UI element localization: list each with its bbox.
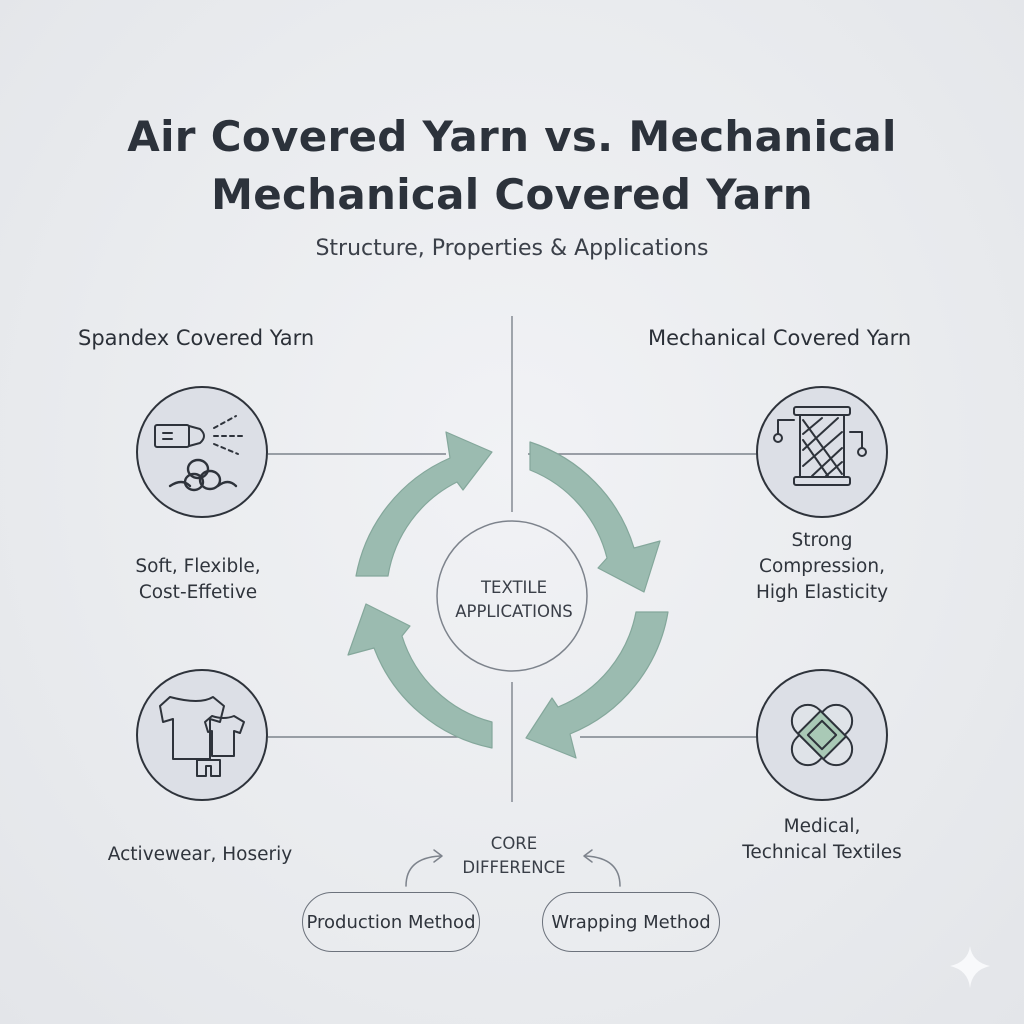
left-heading: Spandex Covered Yarn: [78, 326, 315, 350]
child-outfit-icon: [196, 715, 245, 777]
title-line-2: Mechanical Covered Yarn: [211, 170, 813, 219]
center-label: TEXTILE APPLICATIONS: [455, 578, 573, 621]
cycle-arrow-bottom-left: [347, 603, 493, 749]
thread-spool-icon: [773, 406, 867, 486]
shirt-icon: [159, 696, 225, 760]
core-difference-label: CORE DIFFERENCE: [462, 834, 566, 877]
right-application-label: Medical, Technical Textiles: [742, 816, 902, 863]
cycle-arrow-top-right: [529, 441, 661, 593]
knot-icon: [168, 458, 238, 492]
core-arrow-right-head: [583, 849, 593, 863]
cycle-arrow-bottom-right: [525, 611, 669, 759]
title-line-1: Air Covered Yarn vs. Mechanical: [127, 112, 897, 161]
clothing-icon: [136, 669, 268, 801]
nozzle-icon: [154, 415, 247, 455]
left-application-label: Activewear, Hoseriy: [107, 844, 293, 865]
core-arrow-right: [585, 855, 621, 887]
air-jet-icon: [136, 386, 268, 518]
right-property-label: Strong Compression, High Elasticity: [755, 530, 889, 603]
crossed-bandages-icon: [790, 703, 854, 767]
left-property-label: Soft, Flexible, Cost-Effetive: [135, 556, 261, 603]
cycle-arrow-top-left: [355, 431, 493, 577]
core-arrow-left-head: [433, 849, 443, 863]
sparkle-icon: [950, 946, 990, 988]
right-heading: Mechanical Covered Yarn: [648, 326, 912, 350]
center-circle: [436, 520, 588, 672]
subtitle: Structure, Properties & Applications: [315, 236, 709, 261]
wrapping-method-pill: Wrapping Method: [542, 892, 720, 952]
production-method-pill: Production Method: [302, 892, 480, 952]
core-arrow-left: [405, 855, 441, 887]
